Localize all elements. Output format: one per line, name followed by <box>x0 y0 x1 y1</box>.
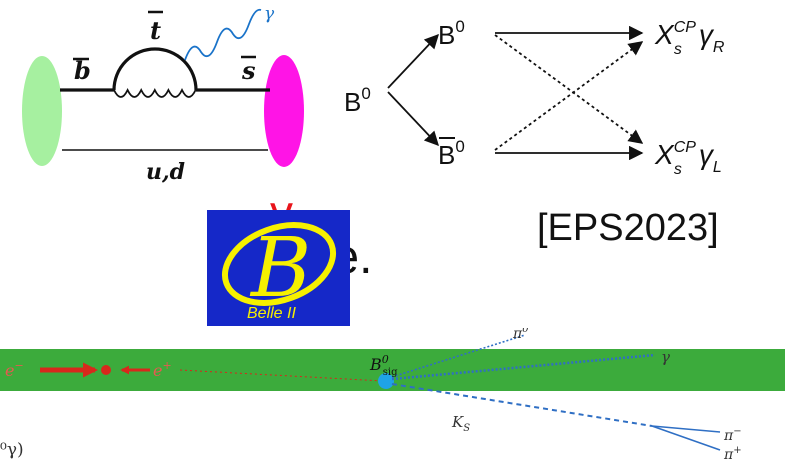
bsig-vertex <box>378 373 394 389</box>
positron-label: e+ <box>153 359 172 380</box>
ks-track <box>391 383 653 427</box>
green-b-meson-blob <box>22 56 62 166</box>
pi-minus-label: π− <box>723 426 742 444</box>
photon-label: γ <box>264 4 275 24</box>
b-bar-label: b <box>74 56 91 85</box>
electron-label: e− <box>5 359 24 380</box>
pi-plus-label: π+ <box>723 445 742 463</box>
eps2023-tag: [EPS2023] <box>537 207 719 249</box>
top-quark-loop <box>112 47 198 91</box>
logo-label: Belle II <box>247 305 296 322</box>
belle2-logo: B Belle II <box>207 210 350 326</box>
pi0-track <box>391 334 526 378</box>
initial-b0-label: B0 <box>344 84 371 117</box>
pi0-label: π0 <box>512 328 529 342</box>
gamma-label: γ <box>661 348 670 366</box>
w-boson-wavy-line <box>113 87 197 98</box>
interaction-point <box>101 365 111 375</box>
s-bar-label: s <box>241 56 256 85</box>
pi-minus-track <box>651 425 721 433</box>
dotted-arrow-b0bar-to-xr <box>494 41 644 151</box>
arrow-to-lower-b0bar <box>387 91 439 147</box>
logo-swoosh <box>221 222 337 306</box>
arrow-to-upper-b0 <box>387 33 439 89</box>
t-bar-label: t <box>150 16 161 45</box>
spectator-label: u,d <box>146 159 185 185</box>
ks-label: KS <box>451 413 470 434</box>
logo-letter: B <box>249 221 311 316</box>
magenta-xs-blob <box>264 55 304 167</box>
lower-b0bar-label: B0 <box>438 137 465 170</box>
feynman-diagram: b t s γ u,d <box>22 4 304 185</box>
b-flight-dashed-line <box>179 369 384 382</box>
dotted-arrow-b0-to-xl <box>494 34 644 144</box>
cut-off-corner-text: ⁰γ) <box>0 440 24 460</box>
photon-wavy-line <box>184 8 262 61</box>
upper-b0-label: B0 <box>438 17 465 50</box>
gamma-track <box>391 353 656 381</box>
pi-plus-track <box>651 425 721 451</box>
